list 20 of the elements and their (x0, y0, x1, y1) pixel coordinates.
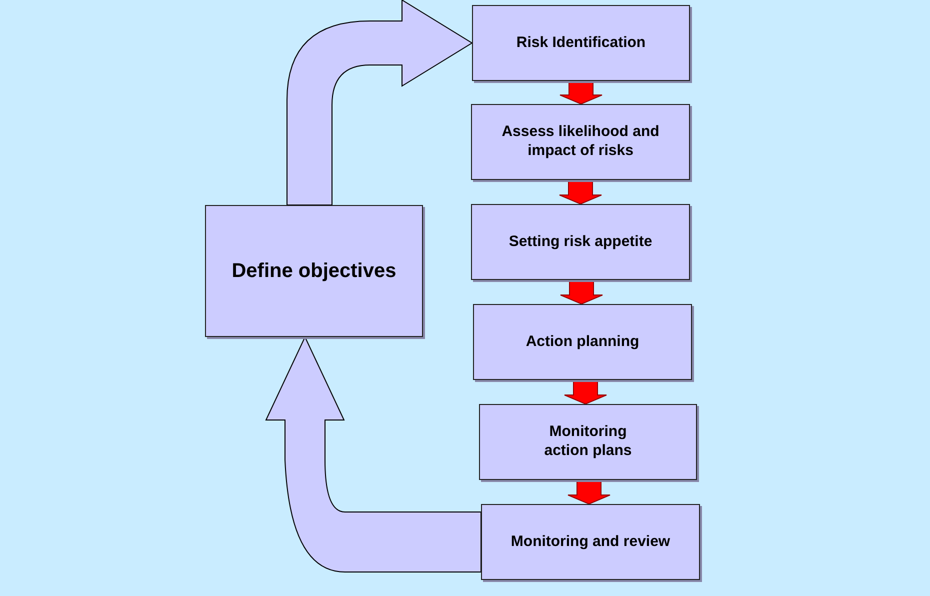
box-label: Monitoring and review (510, 532, 670, 552)
box-label: Action planning (526, 332, 640, 352)
process-box (471, 204, 690, 280)
block-arrow (564, 380, 607, 405)
block-arrow (559, 180, 602, 205)
process-box (481, 504, 700, 580)
box-label: Monitoring action plans (543, 423, 633, 461)
block-arrow (286, 0, 472, 206)
process-box (472, 5, 690, 81)
process-box (473, 304, 692, 380)
block-arrow (560, 280, 603, 305)
process-box (471, 104, 690, 180)
process-box (479, 404, 697, 480)
box-label: Setting risk appetite (508, 232, 652, 252)
box-label: Assess likelihood and impact of risks (500, 123, 660, 161)
block-arrow (568, 480, 610, 505)
process-box (205, 205, 423, 337)
box-label: Define objectives (232, 258, 396, 284)
block-arrow (266, 336, 482, 572)
box-label: Risk Identification (516, 34, 646, 52)
